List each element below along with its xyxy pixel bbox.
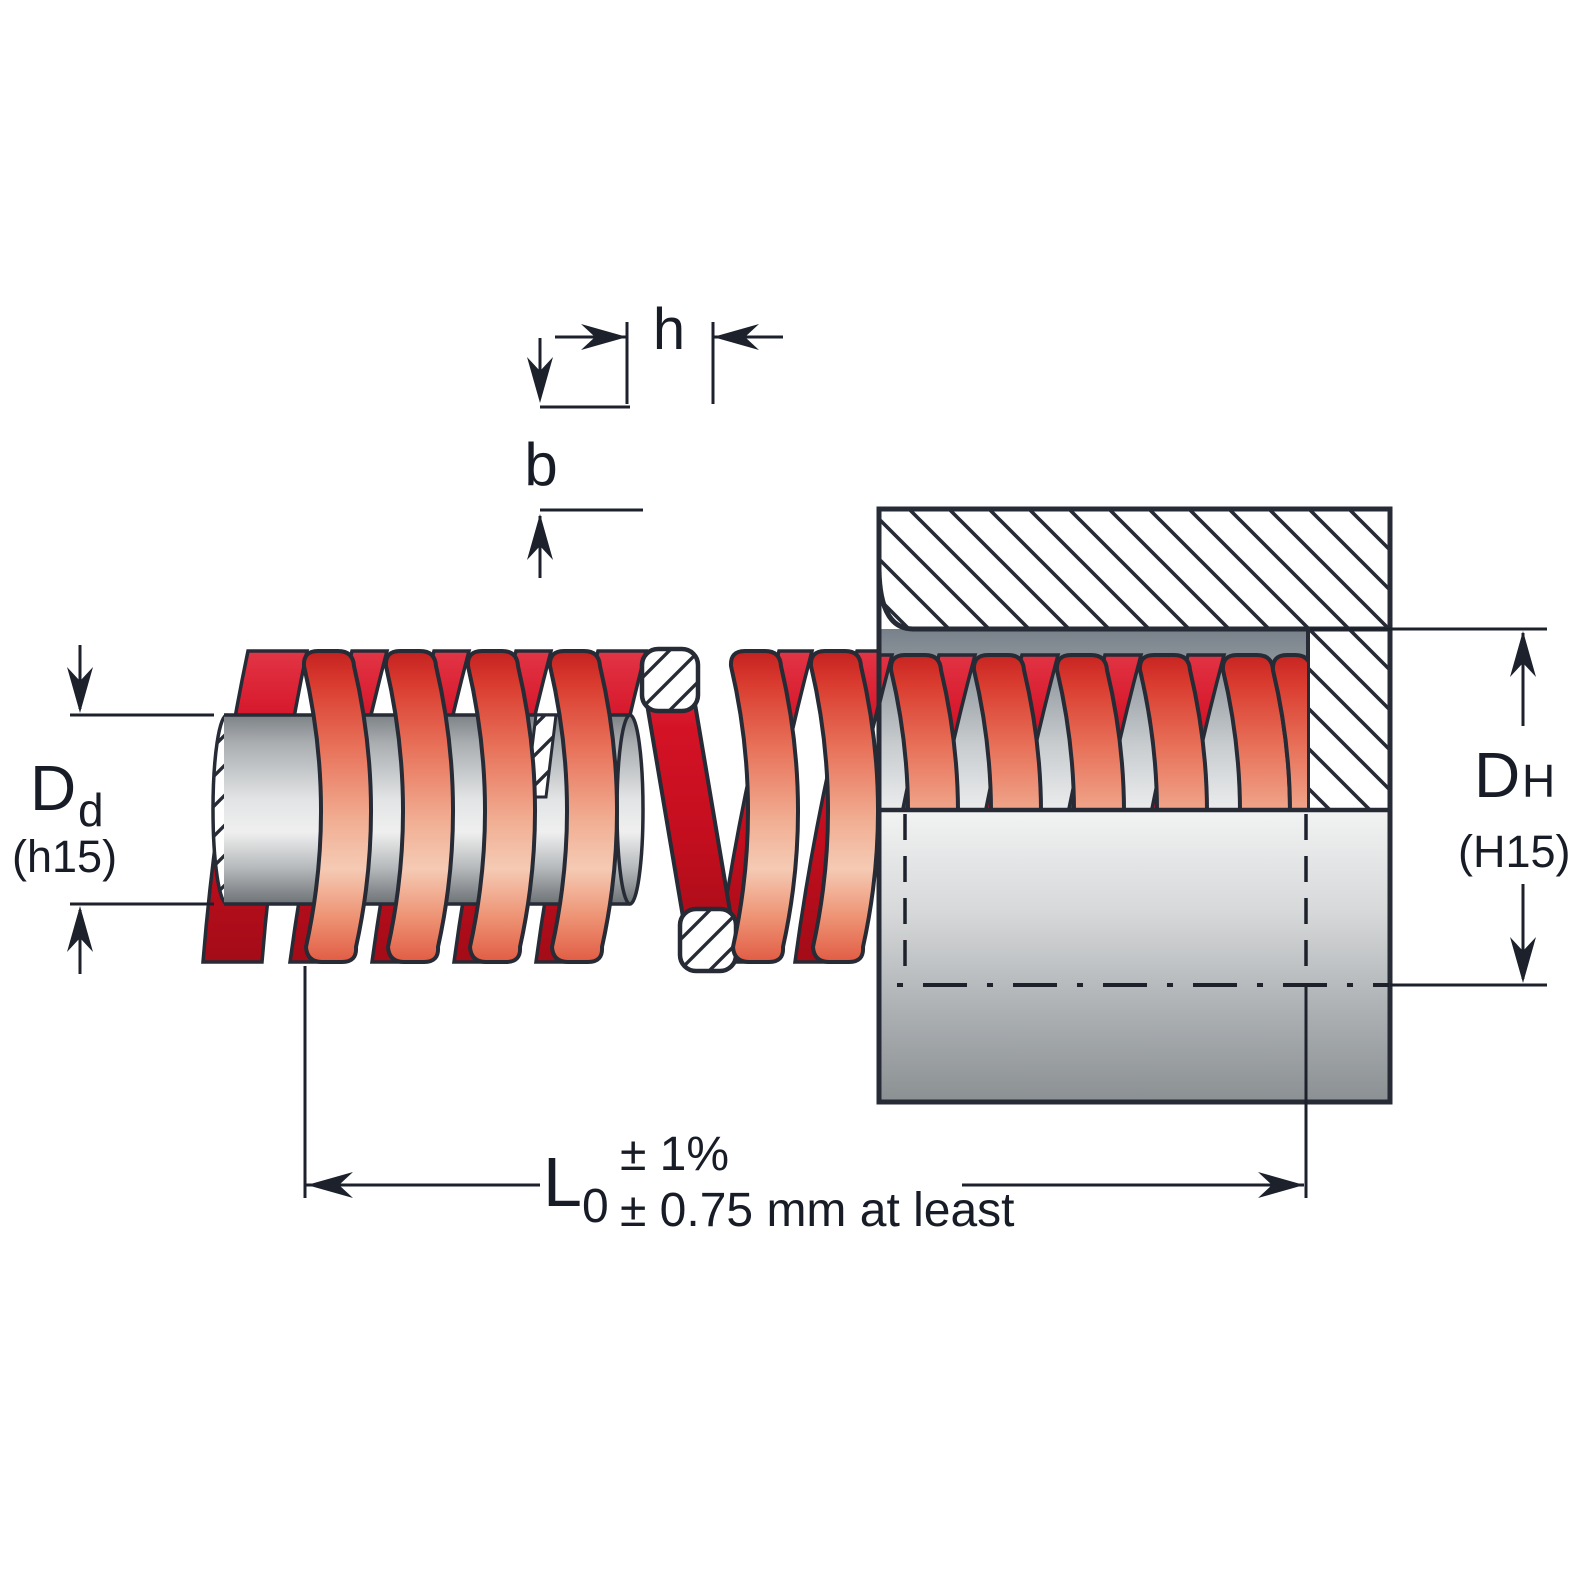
housing-section-hatch-right: [1306, 627, 1392, 812]
dimension-arrowhead: [67, 667, 93, 713]
label-rod-diameter: D: [30, 752, 76, 824]
label-bore-tolerance: (H15): [1458, 826, 1571, 877]
dimension-arrowhead: [581, 324, 627, 350]
spring-coil-front: [728, 649, 801, 964]
label-free-length-tolerance-1: ± 1%: [620, 1128, 729, 1181]
label-rod-diameter-subscript: d: [78, 784, 104, 836]
housing-lower-half: [879, 810, 1390, 1102]
housing-front-edges: [876, 506, 1393, 1105]
spring-cut-coil-rear: [644, 702, 734, 919]
label-wire-height: b: [524, 431, 557, 498]
spring-coil-front: [547, 649, 620, 964]
spring-inside-housing: [880, 653, 1307, 812]
dimension-arrowhead: [713, 324, 759, 350]
spring-coil-front: [465, 649, 538, 964]
spring-coil-front: [888, 653, 960, 812]
label-bore-diameter: D: [1474, 739, 1520, 811]
spring-coil-front: [1137, 653, 1209, 812]
wire-section-cut-top: [639, 646, 701, 714]
spring-coil-front: [383, 649, 456, 964]
spring-outside-housing: [201, 646, 879, 974]
label-rod-tolerance: (h15): [12, 831, 117, 882]
dimension-labels: h b D d (h15) D H (H15) L 0 ± 1% ± 0.75 …: [12, 297, 1571, 1237]
dimension-arrowhead: [1258, 1172, 1304, 1198]
label-bore-diameter-subscript: H: [1522, 755, 1555, 807]
label-free-length-tolerance-2: ± 0.75 mm at least: [620, 1184, 1015, 1237]
spring-coil-front: [971, 653, 1043, 812]
dimension-lines: [67, 322, 1547, 1198]
spring-coil-front: [1054, 653, 1126, 812]
housing-section-hatch-top: [876, 506, 1393, 632]
spring-coil-front: [301, 649, 374, 964]
housing-outer-outline: [876, 506, 1393, 1105]
wire-section-cut-bottom: [677, 906, 739, 974]
spring-coil-front: [1270, 653, 1307, 812]
dimension-arrowhead: [527, 514, 553, 560]
dimension-arrowhead: [307, 1172, 353, 1198]
label-free-length-subscript: 0: [582, 1180, 609, 1233]
dimension-arrowhead: [527, 357, 553, 403]
guide-rod-end: [615, 713, 645, 906]
label-wire-width: h: [653, 297, 685, 362]
spring-coil-rear: [880, 653, 895, 710]
dimension-arrowhead: [1510, 631, 1536, 677]
label-free-length: L: [543, 1143, 582, 1221]
spring-coil-front: [808, 649, 879, 964]
dimension-arrowhead: [67, 906, 93, 952]
dimension-arrowhead: [1510, 937, 1536, 983]
